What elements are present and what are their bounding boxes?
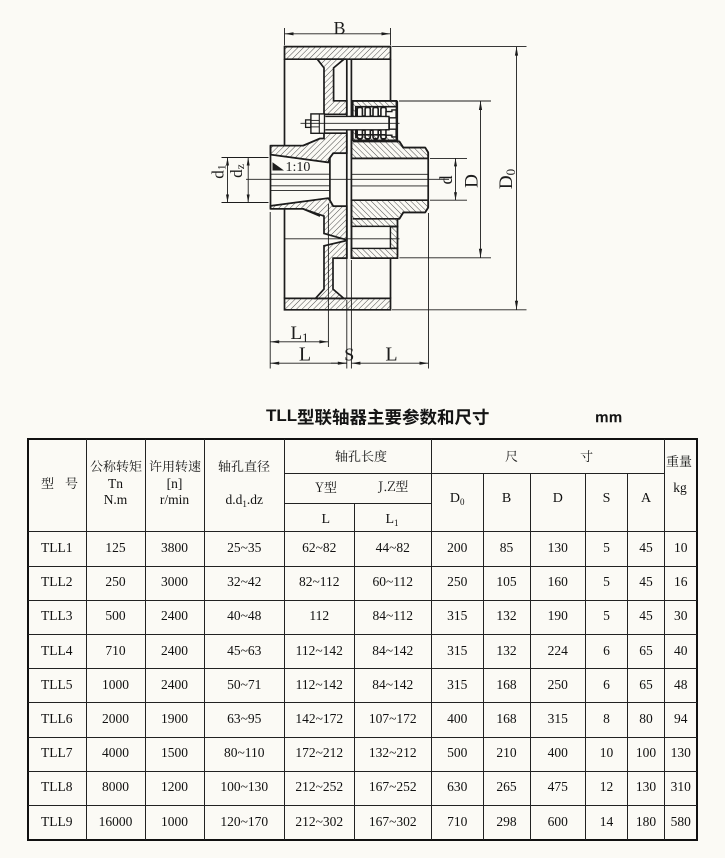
svg-text:L: L: [385, 344, 397, 366]
svg-text:S: S: [344, 345, 354, 365]
svg-text:B: B: [333, 18, 345, 38]
svg-text:d: d: [436, 176, 456, 185]
svg-text:D0: D0: [496, 169, 518, 189]
svg-text:d1: d1: [209, 164, 229, 179]
svg-text:L: L: [299, 344, 311, 366]
svg-text:L1: L1: [290, 323, 308, 345]
svg-text:1:10: 1:10: [286, 160, 311, 175]
svg-text:D: D: [462, 174, 483, 188]
svg-text:dz: dz: [227, 164, 247, 178]
